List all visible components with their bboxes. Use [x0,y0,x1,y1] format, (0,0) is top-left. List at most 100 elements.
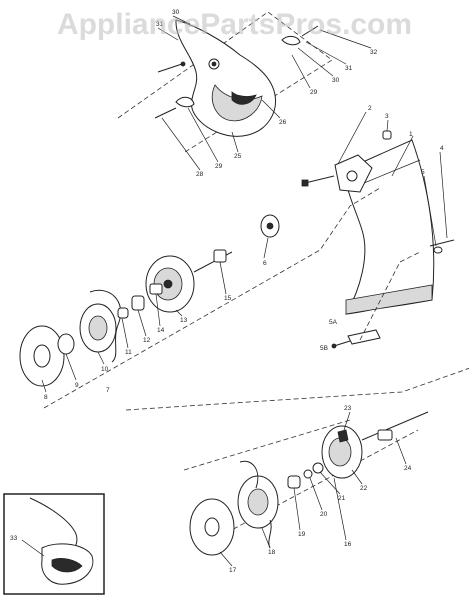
callout-32: 32 [370,49,378,56]
leader-24 [395,437,407,465]
callout-16: 16 [344,541,352,548]
part-9-hub [33,344,51,368]
callout-30-top: 30 [172,9,180,16]
callout-6: 6 [263,260,267,267]
leader-20 [309,477,323,511]
leader-33 [21,539,45,557]
leader-14 [155,293,161,327]
part-1-lip [345,284,433,315]
bottom-head-assembly [125,367,469,567]
assembly-frame-top [117,11,333,153]
callout-2: 2 [368,105,372,112]
callout-19: 19 [298,531,306,538]
part-23-clip [337,429,349,443]
leader-6 [263,237,269,259]
assembly-frame-bottom-mid [183,419,351,471]
leader-16 [333,477,347,541]
part-24-collar [377,429,393,441]
leader-10 [97,351,105,365]
callout-26: 26 [279,119,287,126]
leader-30 [297,47,334,77]
part-15-collar [213,249,227,263]
callout-1: 1 [409,131,413,138]
callout-5a: 5A [329,319,338,326]
leader-28 [161,117,201,171]
assembly-frame-mid [43,187,381,409]
leader-13 [175,309,183,317]
part-5b-head [331,343,337,349]
leader-11 [121,317,129,349]
leader-25 [231,131,239,153]
part-13-center [163,279,173,289]
callout-24: 24 [404,465,412,472]
leader-5a-dash [359,261,401,341]
callout-25: 25 [234,153,242,160]
part-25-hole-center [211,61,217,67]
part-5-washer [433,246,443,254]
part-11-spring [117,307,129,319]
part-6-center [266,222,274,230]
part-24-shaft [361,411,429,441]
callout-33: 33 [10,535,18,542]
callout-5: 5 [421,169,425,176]
part-31-screw [157,63,183,73]
leader-12 [137,309,147,337]
middle-head-assembly [19,187,381,409]
part-18-core [247,488,269,516]
part-17-hub [204,517,220,537]
part-12-bushing [131,295,145,311]
callout-21: 21 [338,495,346,502]
part-2-head [301,179,309,187]
part-30-clip [281,35,301,46]
part-10-line [89,289,122,363]
callout-4: 4 [440,145,444,152]
callout-10: 10 [101,366,109,373]
part-2-bolt [304,175,335,184]
leader-17 [219,551,233,567]
part-19-spring [287,475,301,489]
part-3-nut [382,130,392,140]
top-guard-assembly [117,11,372,171]
callout-31-top: 31 [156,21,164,28]
leader-22 [351,469,363,485]
part-33-detail [51,558,83,573]
leader-3 [386,119,389,132]
leader-26 [261,99,281,119]
callout-7: 7 [106,387,110,394]
callout-14: 14 [157,327,165,334]
leader-29-right [291,54,311,89]
callout-11: 11 [125,349,132,356]
leader-8 [41,379,47,393]
part-31-head [180,61,186,67]
part-32-screw [301,25,319,37]
part-29-clip [175,96,195,108]
leader-5 [423,175,437,247]
callout-13: 13 [180,317,188,324]
leader-19 [293,487,301,531]
leader-9 [65,353,77,381]
leader-32-right [319,29,372,49]
callout-29-right: 29 [310,89,318,96]
callout-28: 28 [196,171,204,178]
callout-29-left: 29 [215,163,223,170]
callout-8: 8 [44,394,48,401]
part-14-retainer [149,283,163,295]
leader-31-top [157,27,179,41]
part-20-washer [303,469,313,479]
callout-9: 9 [75,382,79,389]
callout-12: 12 [143,337,151,344]
leader-32-top [172,15,191,25]
leader-4 [439,151,448,239]
callout-30: 30 [332,77,340,84]
part-1-mount-hole [346,170,358,182]
part-8-spool [57,333,75,355]
callout-17: 17 [229,567,237,574]
callout-3: 3 [385,113,389,120]
part-25-slot [231,91,257,105]
guard-shield-assembly [301,111,455,349]
leader-2 [337,111,367,165]
assembly-frame-bottom-top [125,367,469,411]
leader-23 [343,411,351,431]
part-4-screw [429,239,455,247]
